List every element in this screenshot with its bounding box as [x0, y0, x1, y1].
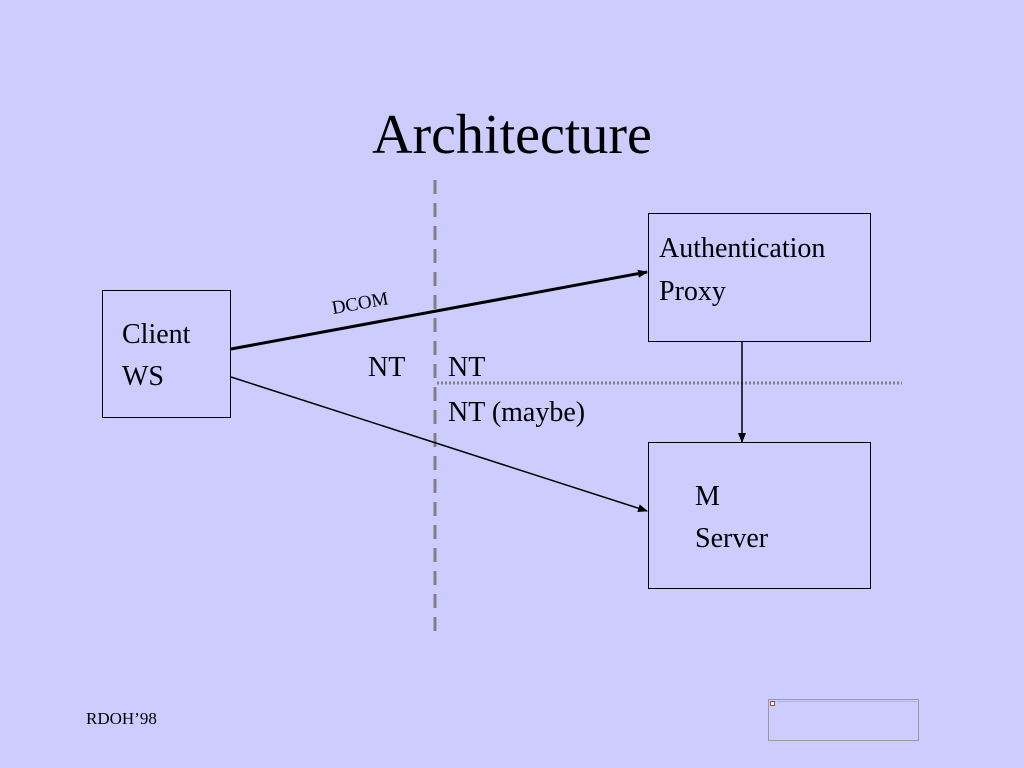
client-ws-label-line2: WS [122, 361, 164, 392]
client-to-server-arrow [230, 376, 648, 513]
m-server-label-line2: Server [695, 523, 769, 554]
broken-image-placeholder [768, 699, 919, 741]
authentication-proxy-label-line2: Proxy [659, 276, 726, 307]
m-server-label-line1: M [695, 481, 720, 512]
nt-left-label: NT [368, 352, 406, 383]
footer-text: RDOH’98 [86, 709, 157, 728]
nt-maybe-label: NT (maybe) [448, 397, 586, 428]
broken-image-alt-text [777, 701, 917, 706]
client-ws-label-line1: Client [122, 319, 191, 350]
nt-right-label: NT [448, 352, 486, 383]
authentication-proxy-box [648, 213, 871, 342]
authentication-proxy-label-line1: Authentication [659, 233, 826, 264]
broken-image-icon [770, 701, 775, 706]
client-ws-box [102, 290, 231, 418]
m-server-box [648, 442, 871, 589]
slide-title: Architecture [372, 104, 652, 166]
dcom-arrow [230, 269, 648, 351]
